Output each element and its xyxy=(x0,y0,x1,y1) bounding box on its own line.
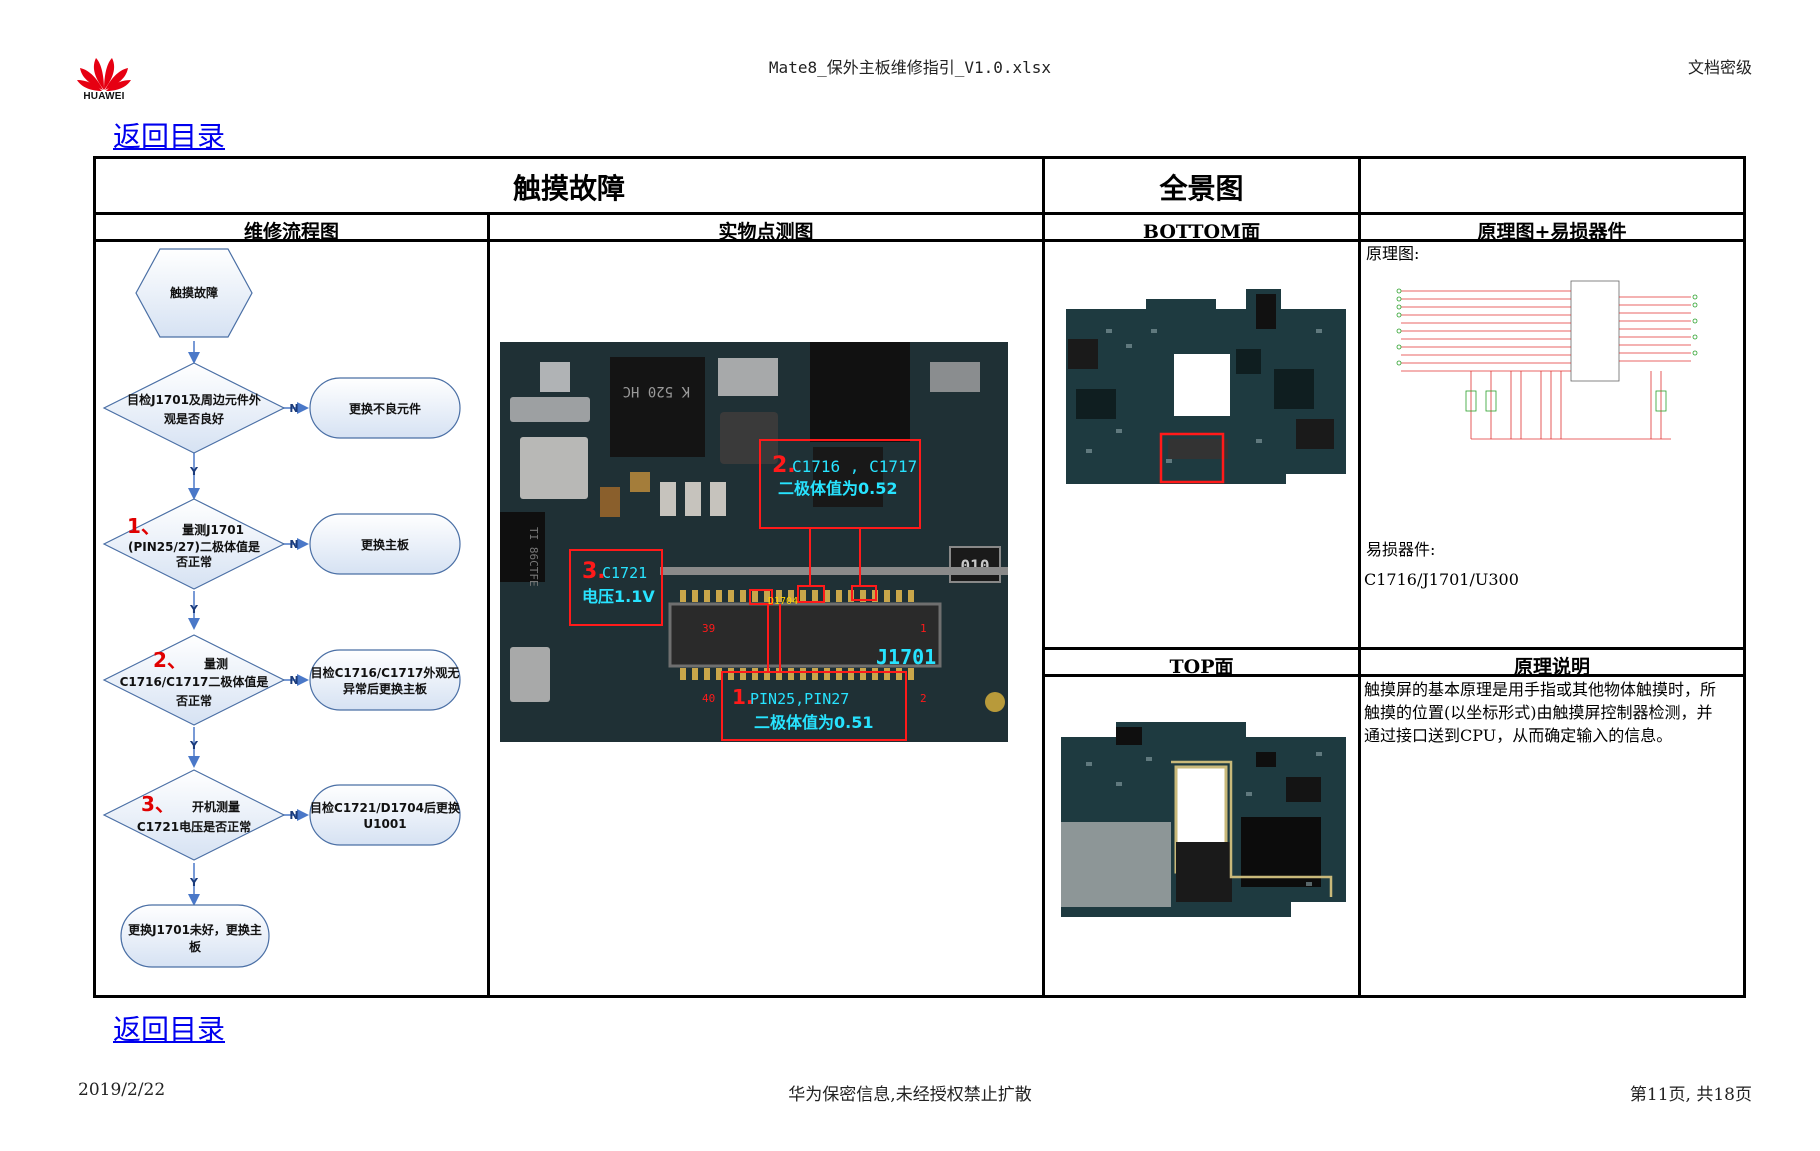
principle-line-1: 触摸屏的基本原理是用手指或其他物体触摸时，所 xyxy=(1364,680,1717,699)
svg-text:J1701: J1701 xyxy=(876,645,936,669)
top-board-photo xyxy=(1056,722,1346,917)
action-replace-part xyxy=(309,377,461,439)
repair-flowchart: 触摸故障 目检J1701及周边元件外 观是否良好 1、 量测J1701 (PIN… xyxy=(102,248,461,968)
action-replace-board xyxy=(309,513,461,575)
footer-page-number: 第11页, 共18页 xyxy=(1629,1085,1752,1105)
svg-text:量测: 量测 xyxy=(204,656,228,671)
svg-text:异常后更换主板: 异常后更换主板 xyxy=(343,681,428,696)
svg-text:否正常: 否正常 xyxy=(175,554,212,569)
svg-text:2.: 2. xyxy=(772,453,796,478)
principle-text: 触摸屏的基本原理是用手指或其他物体触摸时，所 触摸的位置(以坐标形式)由触摸屏控… xyxy=(1364,678,1739,747)
bottom-board-photo xyxy=(1056,289,1346,489)
svg-text:2: 2 xyxy=(920,692,927,705)
svg-text:板: 板 xyxy=(189,939,202,954)
svg-text:更换J1701未好，更换主: 更换J1701未好，更换主 xyxy=(128,922,262,937)
col-schematic-header: 原理图+易损器件 xyxy=(1477,221,1627,243)
svg-text:量测J1701: 量测J1701 xyxy=(182,522,244,537)
wear-parts-label: 易损器件: xyxy=(1366,540,1436,559)
svg-text:C1721: C1721 xyxy=(602,564,647,582)
col-measure-header: 实物点测图 xyxy=(718,221,814,243)
svg-text:N: N xyxy=(289,402,298,415)
svg-text:K 520 HC: K 520 HC xyxy=(623,383,690,399)
svg-text:目检J1701及周边元件外: 目检J1701及周边元件外 xyxy=(127,392,261,407)
end-node xyxy=(120,904,270,968)
svg-text:D1704: D1704 xyxy=(768,596,798,607)
schematic-label: 原理图: xyxy=(1366,244,1420,263)
huawei-logo-icon xyxy=(76,52,132,104)
svg-text:40: 40 xyxy=(702,692,715,705)
schematic-diagram xyxy=(1396,280,1698,440)
col-principle-header: 原理说明 xyxy=(1513,656,1590,678)
measurement-photo: K 520 HC TI 86CTFE 010 xyxy=(500,342,1008,742)
svg-text:Y: Y xyxy=(189,876,199,889)
svg-text:(PIN25/27)二极体值是: (PIN25/27)二极体值是 xyxy=(128,539,261,554)
svg-text:39: 39 xyxy=(702,622,715,635)
huawei-logo-text: HUAWEI xyxy=(83,91,125,102)
svg-text:C1716/C1717二极体值是: C1716/C1717二极体值是 xyxy=(120,674,270,689)
svg-text:电压1.1V: 电压1.1V xyxy=(582,587,655,606)
svg-text:3.: 3. xyxy=(582,559,606,584)
action-check-c1716 xyxy=(309,649,461,711)
fault-title: 触摸故障 xyxy=(512,172,625,205)
footer-date: 2019/2/22 xyxy=(78,1080,166,1100)
repair-guide-table: 触摸故障 全景图 维修流程图 实物点测图 BOTTOM面 原理图+易损器件 TO… xyxy=(93,156,1746,998)
col-flowchart-header: 维修流程图 xyxy=(243,221,339,243)
back-to-contents-link-bottom[interactable]: 返回目录 xyxy=(113,1013,226,1046)
svg-text:1: 1 xyxy=(920,622,927,635)
decision-measure-c1721 xyxy=(102,769,286,861)
document-title: Mate8_保外主板维修指引_V1.0.xlsx xyxy=(768,58,1052,77)
principle-line-3: 通过接口送到CPU，从而确定输入的信息。 xyxy=(1364,726,1673,745)
footer-confidential-notice: 华为保密信息,未经授权禁止扩散 xyxy=(788,1085,1032,1105)
svg-text:C1721电压是否正常: C1721电压是否正常 xyxy=(137,819,251,834)
svg-text:C1716 , C1717: C1716 , C1717 xyxy=(792,457,917,476)
svg-text:Y: Y xyxy=(189,465,199,478)
svg-text:二极体值为0.52: 二极体值为0.52 xyxy=(778,479,897,498)
svg-text:更换不良元件: 更换不良元件 xyxy=(349,401,421,416)
svg-text:开机测量: 开机测量 xyxy=(192,799,240,814)
start-node xyxy=(135,248,253,338)
svg-text:N: N xyxy=(289,674,298,687)
svg-text:Y: Y xyxy=(189,603,199,616)
svg-text:观是否良好: 观是否良好 xyxy=(164,411,224,426)
svg-text:U1001: U1001 xyxy=(363,817,406,831)
svg-text:N: N xyxy=(289,538,298,551)
principle-line-2: 触摸的位置(以坐标形式)由触摸屏控制器检测，并 xyxy=(1364,703,1713,722)
svg-text:PIN25,PIN27: PIN25,PIN27 xyxy=(750,690,849,708)
decision-measure-j1701 xyxy=(102,498,286,590)
overview-title: 全景图 xyxy=(1159,172,1244,205)
svg-text:TI 86CTFE: TI 86CTFE xyxy=(527,527,540,587)
back-to-contents-link-top[interactable]: 返回目录 xyxy=(113,120,226,153)
svg-text:3、: 3、 xyxy=(141,792,175,816)
svg-text:2、: 2、 xyxy=(153,648,187,672)
action-check-c1721 xyxy=(309,784,461,846)
document-classification: 文档密级 xyxy=(1687,58,1752,77)
svg-text:目检C1716/C1717外观无: 目检C1716/C1717外观无 xyxy=(311,665,460,680)
svg-text:1.: 1. xyxy=(732,685,754,709)
col-bottom-header: BOTTOM面 xyxy=(1142,221,1261,243)
decision-measure-c1716 xyxy=(102,634,286,726)
svg-text:否正常: 否正常 xyxy=(175,693,212,708)
wear-parts-list: C1716/J1701/U300 xyxy=(1364,570,1519,589)
svg-text:触摸故障: 触摸故障 xyxy=(170,285,218,300)
decision-visual-check xyxy=(102,362,286,454)
svg-text:目检C1721/D1704后更换: 目检C1721/D1704后更换 xyxy=(310,800,461,815)
col-top-header: TOP面 xyxy=(1169,656,1234,678)
svg-text:1、: 1、 xyxy=(127,514,161,538)
svg-text:更换主板: 更换主板 xyxy=(361,537,410,552)
svg-text:N: N xyxy=(289,809,298,822)
svg-text:二极体值为0.51: 二极体值为0.51 xyxy=(754,713,873,732)
svg-text:Y: Y xyxy=(189,739,199,752)
